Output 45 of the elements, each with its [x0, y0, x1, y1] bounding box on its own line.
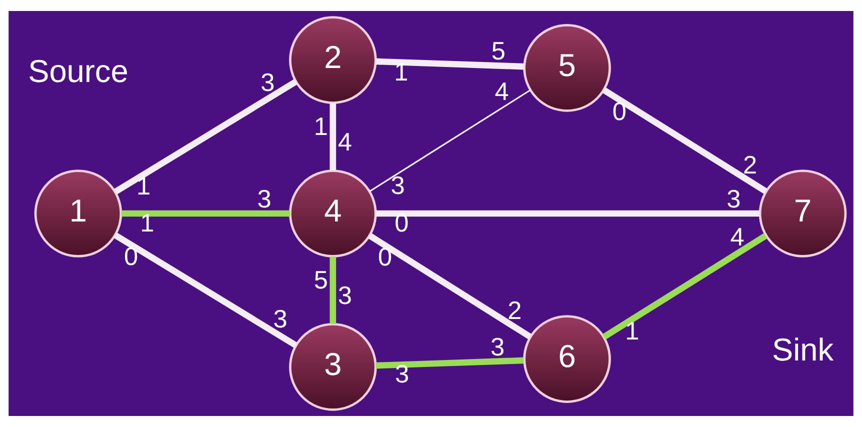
label: 2 [508, 296, 522, 325]
label: 0 [394, 210, 409, 238]
connector [602, 233, 768, 340]
connector [376, 210, 760, 217]
connector [114, 78, 298, 195]
node-circle: 3 [289, 323, 377, 411]
node-circle: 6 [523, 315, 611, 403]
connector [602, 87, 768, 194]
connector [330, 256, 336, 324]
node-circle: 7 [758, 170, 847, 258]
connector [114, 232, 298, 348]
connector [368, 232, 532, 340]
node-circle: 5 [523, 24, 611, 112]
label: 4 [494, 78, 509, 106]
label: 0 [378, 244, 392, 272]
node-circle: 2 [289, 16, 377, 104]
label: 3 [260, 68, 275, 97]
label: 3 [338, 282, 352, 310]
label: 4 [338, 128, 352, 157]
node-circle: 1 [34, 170, 122, 258]
connector [330, 103, 336, 170]
label: 0 [124, 242, 138, 271]
connector [121, 210, 290, 217]
label: 1 [625, 317, 640, 346]
label: 3 [726, 185, 741, 214]
label: 1 [136, 172, 151, 201]
label: 1 [394, 58, 408, 86]
node-label: Sink [772, 332, 834, 368]
connector [369, 90, 530, 192]
node-label: Source [28, 53, 128, 90]
label: 3 [490, 333, 505, 362]
label: 3 [257, 185, 272, 214]
connector [376, 357, 524, 369]
label: 1 [140, 210, 154, 238]
label: 5 [314, 266, 328, 294]
label: 4 [730, 223, 744, 252]
label: 5 [491, 38, 506, 66]
label: 2 [743, 151, 758, 180]
label: 3 [394, 360, 410, 389]
node-circle: 4 [289, 170, 377, 258]
label: 0 [612, 98, 626, 126]
label: 3 [390, 172, 405, 200]
label: 3 [273, 306, 288, 334]
connector [376, 58, 524, 70]
label: 1 [314, 112, 328, 141]
